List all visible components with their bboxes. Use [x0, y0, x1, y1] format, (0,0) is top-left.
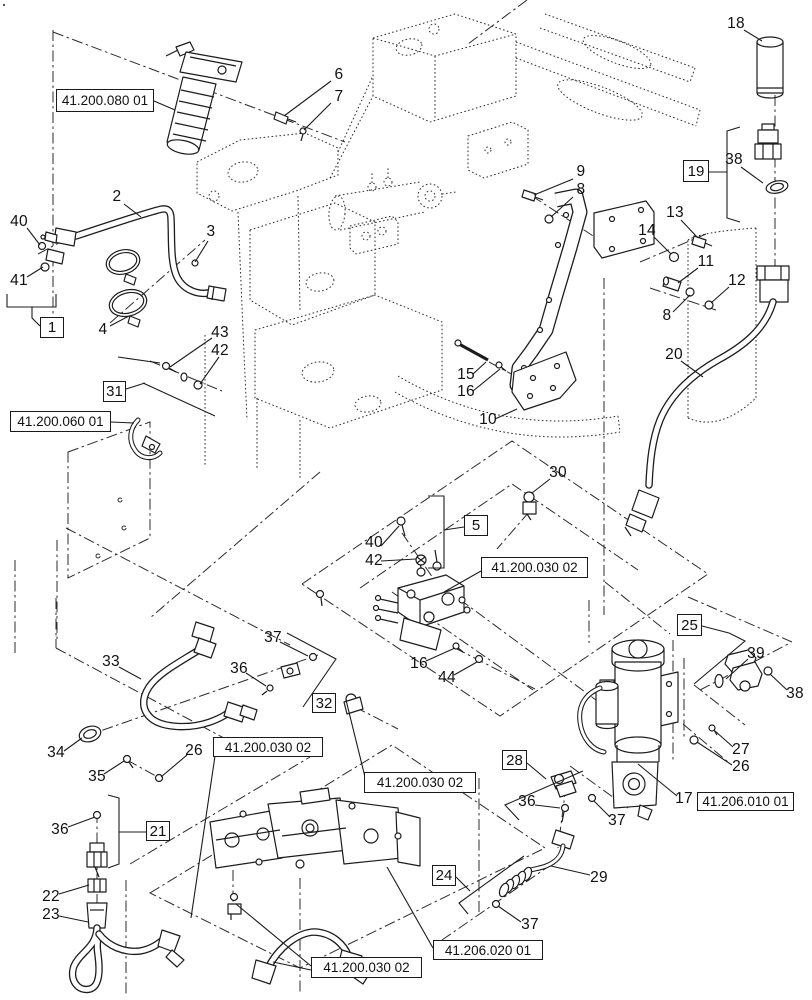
callout-16-20: 16 [457, 383, 475, 400]
callout-30-22: 30 [549, 464, 567, 481]
callout-40-3: 40 [10, 213, 28, 230]
callout-37-28: 37 [264, 629, 282, 646]
ref-box-41-200-080-01-0[interactable]: 41.200.080 01 [56, 89, 154, 112]
item-box-31[interactable]: 31 [103, 381, 126, 402]
callout-38-34: 38 [786, 685, 804, 702]
callout-43-7: 43 [211, 324, 229, 341]
callout-16-25: 16 [410, 655, 428, 672]
callout-40-23: 40 [365, 534, 383, 551]
callout-13-13: 13 [666, 204, 684, 221]
item-box-5[interactable]: 5 [464, 515, 488, 536]
callout-10-21: 10 [479, 411, 497, 428]
callout-42-8: 42 [211, 342, 229, 359]
item-box-1[interactable]: 1 [40, 317, 64, 338]
callout-27-35: 27 [732, 741, 750, 758]
steering-column-part [165, 41, 243, 155]
callout-39-33: 39 [747, 645, 765, 662]
callout-37-41: 37 [521, 916, 539, 933]
callout-38-10: 38 [725, 151, 743, 168]
ref-box-41-200-030-02-5[interactable]: 41.200.030 02 [311, 957, 422, 978]
callout-11-15: 11 [697, 253, 715, 270]
callout-23-44: 23 [42, 906, 60, 923]
ref-box-41-200-030-02-3[interactable]: 41.200.030 02 [213, 737, 323, 757]
leader-lines [6, 29, 788, 971]
callout-26-32: 26 [185, 742, 203, 759]
callout-7-1: 7 [334, 88, 344, 105]
callout-36-42: 36 [51, 821, 69, 838]
callout-20-18: 20 [665, 346, 683, 363]
callout-15-19: 15 [457, 366, 475, 383]
callout-22-43: 22 [42, 888, 60, 905]
callout-3-5: 3 [206, 223, 216, 240]
callout-34-30: 34 [47, 744, 65, 761]
solid-parts [3, 4, 790, 994]
ref-box-41-206-010-01-6[interactable]: 41.206.010 01 [697, 792, 794, 811]
ref-box-41-200-030-02-4[interactable]: 41.200.030 02 [364, 772, 476, 793]
item-box-25[interactable]: 25 [677, 614, 702, 636]
callout-29-40: 29 [590, 869, 608, 886]
callout-35-31: 35 [88, 768, 106, 785]
item-box-32[interactable]: 32 [312, 693, 336, 713]
callout-17-37: 17 [675, 790, 693, 807]
item-box-21[interactable]: 21 [146, 821, 170, 841]
callout-41-4: 41 [10, 272, 28, 289]
callout-12-16: 12 [728, 272, 746, 289]
callout-33-27: 33 [102, 653, 120, 670]
item-box-24[interactable]: 24 [432, 865, 456, 886]
callout-14-14: 14 [638, 222, 656, 239]
ref-box-41-200-060-01-1[interactable]: 41.200.060 01 [10, 411, 111, 432]
callout-18-9: 18 [727, 15, 745, 32]
callout-37-39: 37 [608, 812, 626, 829]
callout-42-24: 42 [365, 552, 383, 569]
callout-26-36: 26 [732, 758, 750, 775]
callout-8-12: 8 [576, 181, 586, 198]
callout-8-17: 8 [662, 307, 672, 324]
callout-9-11: 9 [576, 163, 586, 180]
callout-2-2: 2 [112, 188, 122, 205]
ref-box-41-200-030-02-2[interactable]: 41.200.030 02 [481, 557, 588, 578]
callout-6-0: 6 [334, 66, 344, 83]
item-box-28[interactable]: 28 [502, 750, 527, 770]
ref-box-41-206-020-01-7[interactable]: 41.206.020 01 [433, 940, 543, 960]
hydraulic-pump [577, 639, 679, 821]
callout-36-38: 36 [518, 793, 536, 810]
callout-4-6: 4 [98, 321, 108, 338]
steering-valve [372, 549, 471, 651]
engine-pump-assembly [209, 787, 421, 869]
item-box-19[interactable]: 19 [683, 160, 709, 182]
callout-36-29: 36 [230, 660, 248, 677]
callout-44-26: 44 [438, 669, 456, 686]
